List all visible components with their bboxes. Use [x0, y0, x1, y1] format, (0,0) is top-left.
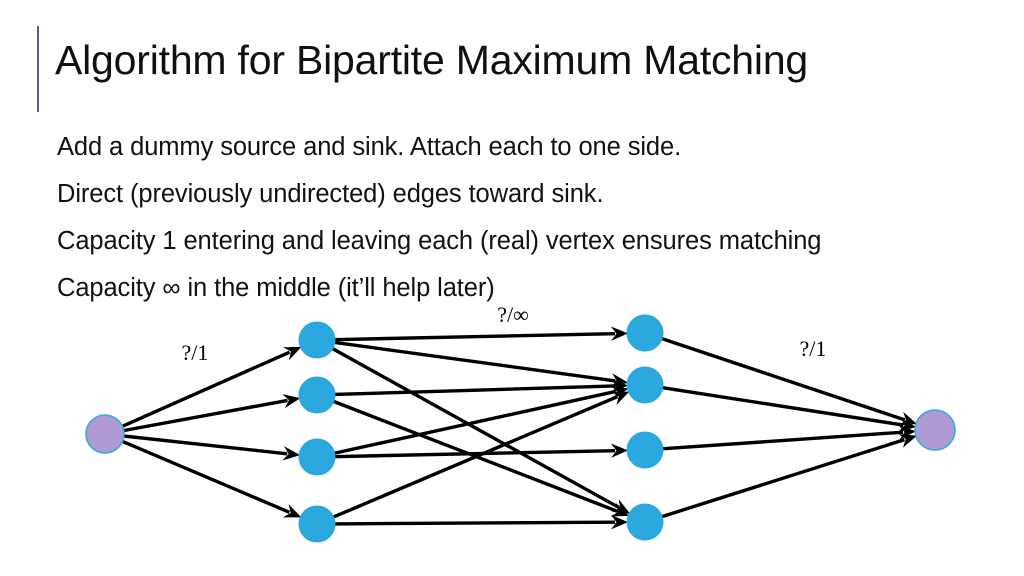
- middle-edge-capacity-label: ?/∞: [497, 302, 529, 327]
- edge-line: [333, 389, 617, 456]
- edge-layer: [120, 326, 917, 530]
- graph-edge: [333, 378, 629, 397]
- edge-arrowhead: [610, 443, 628, 458]
- graph-edge: [333, 326, 628, 342]
- page-title: Algorithm for Bipartite Maximum Matching: [55, 37, 809, 83]
- edge-arrowhead: [898, 411, 917, 426]
- edge-arrowhead: [282, 446, 301, 461]
- title-accent-bar: [37, 26, 39, 112]
- edge-arrowhead: [898, 434, 917, 448]
- graph-edge: [120, 346, 302, 429]
- edge-line: [661, 430, 904, 451]
- graph-edge: [331, 391, 630, 519]
- edge-line: [333, 331, 616, 342]
- edge-line: [660, 336, 906, 422]
- edge-arrowhead: [282, 394, 301, 409]
- edge-line: [333, 340, 616, 383]
- body-line-3: Capacity 1 entering and leaving each (re…: [57, 227, 822, 255]
- edge-arrowhead: [282, 504, 302, 518]
- graph-edge: [660, 434, 917, 519]
- edge-arrowhead: [610, 503, 630, 517]
- graph-node-l3[interactable]: [298, 438, 336, 476]
- edge-line: [120, 439, 291, 514]
- graph-edge: [122, 434, 301, 461]
- edge-line: [660, 438, 906, 519]
- graph-node-l1[interactable]: [298, 321, 336, 359]
- edge-line: [661, 385, 904, 427]
- sink-edge-capacity-label: ?/1: [800, 336, 827, 361]
- graph-node-r3[interactable]: [626, 431, 664, 469]
- graph-edge: [120, 439, 302, 518]
- graph-edge: [660, 336, 917, 426]
- edge-line: [333, 384, 616, 397]
- node-layer: [85, 314, 956, 543]
- graph-edge: [122, 394, 301, 433]
- label-layer: ?/1 ?/∞ ?/1: [182, 302, 827, 365]
- graph-edge: [333, 340, 629, 388]
- edge-arrowhead: [610, 326, 628, 341]
- graph-svg: ?/1 ?/∞ ?/1: [85, 302, 956, 543]
- bipartite-flow-network-diagram: ?/1 ?/∞ ?/1: [0, 290, 1024, 576]
- edge-line: [333, 520, 616, 526]
- graph-node-source[interactable]: [85, 414, 125, 454]
- source-edge-capacity-label: ?/1: [182, 340, 209, 365]
- edge-arrowhead: [610, 391, 630, 405]
- edge-line: [331, 395, 619, 519]
- body-line-1: Add a dummy source and sink. Attach each…: [57, 133, 682, 161]
- edge-arrowhead: [610, 378, 629, 394]
- graph-edge: [331, 346, 631, 514]
- edge-arrowhead: [610, 515, 628, 530]
- graph-node-l4[interactable]: [298, 505, 336, 543]
- edge-line: [120, 350, 291, 429]
- graph-edge: [333, 515, 628, 530]
- body-line-4: Capacity ∞ in the middle (it’ll help lat…: [57, 274, 495, 302]
- graph-edge: [661, 425, 917, 451]
- edge-line: [122, 398, 288, 433]
- graph-node-r1[interactable]: [626, 314, 664, 352]
- edge-line: [333, 448, 616, 459]
- body-text-block: Add a dummy source and sink. Attach each…: [57, 124, 987, 312]
- graph-node-sink[interactable]: [914, 409, 956, 451]
- graph-node-r2[interactable]: [626, 366, 664, 404]
- body-line-2: Direct (previously undirected) edges tow…: [57, 180, 604, 208]
- graph-node-r4[interactable]: [626, 503, 664, 541]
- edge-line: [122, 434, 288, 456]
- graph-node-l2[interactable]: [298, 376, 336, 414]
- edge-arrowhead: [610, 373, 629, 388]
- edge-arrowhead: [283, 346, 302, 361]
- graph-edge: [333, 443, 628, 459]
- edge-line: [331, 346, 620, 509]
